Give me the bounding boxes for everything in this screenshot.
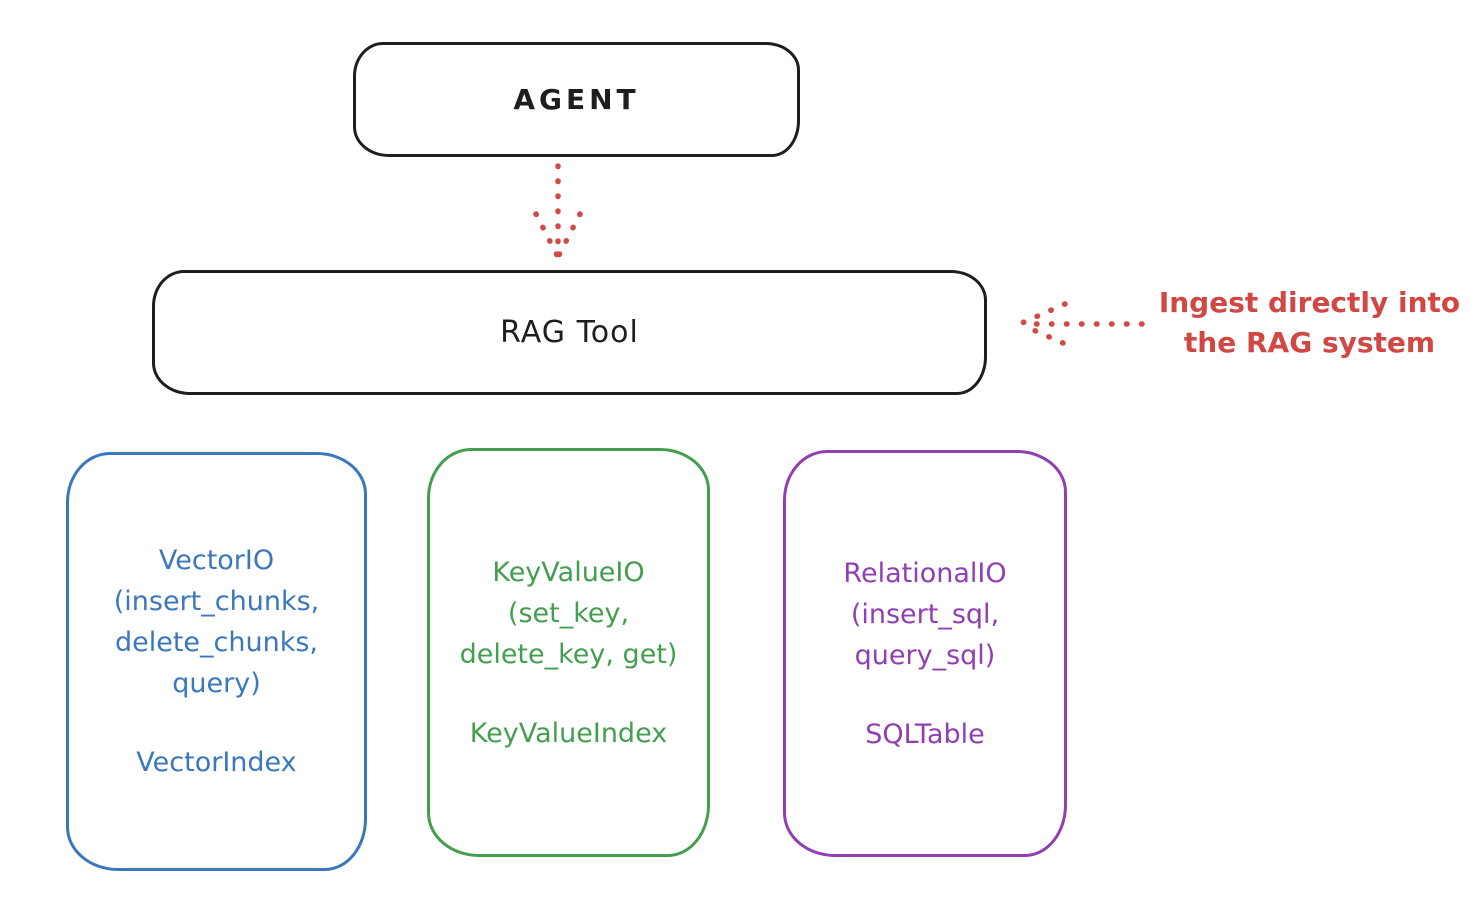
annotation-text: Ingest directly into the RAG system (1135, 283, 1484, 363)
agent-box: AGENT (353, 42, 800, 157)
rag-tool-box: RAG Tool (152, 270, 987, 395)
annotation-line2: the RAG system (1183, 326, 1436, 359)
annotation-to-rag-dotted-arrow (1019, 301, 1145, 346)
agent-to-rag-dotted-arrow (533, 163, 583, 258)
io-index-label: KeyValueIndex (469, 717, 668, 749)
keyvalue-io-box: KeyValueIO (set_key, delete_key, get) Ke… (427, 448, 710, 857)
io-index-label: VectorIndex (136, 747, 297, 778)
annotation-line1: Ingest directly into (1158, 286, 1461, 319)
io-line: delete_key, get) (459, 638, 678, 670)
io-line: KeyValueIO (492, 556, 645, 588)
io-line: (insert_chunks, (113, 586, 320, 617)
vector-io-box: VectorIO (insert_chunks, delete_chunks, … (66, 452, 367, 871)
keyvalue-io-text: KeyValueIO (set_key, delete_key, get) Ke… (460, 552, 678, 754)
io-line: RelationalIO (843, 557, 1007, 589)
vector-io-text: VectorIO (insert_chunks, delete_chunks, … (114, 540, 319, 783)
relational-io-box: RelationalIO (insert_sql, query_sql) SQL… (783, 450, 1067, 857)
io-line: query) (172, 668, 261, 699)
io-line: (insert_sql, (850, 598, 1000, 630)
agent-label: AGENT (513, 83, 640, 116)
relational-io-text: RelationalIO (insert_sql, query_sql) SQL… (843, 553, 1006, 755)
io-index-label: SQLTable (865, 718, 985, 750)
io-line: query_sql) (854, 639, 996, 671)
io-line: (set_key, (507, 597, 630, 629)
io-line: VectorIO (158, 545, 275, 576)
rag-tool-label: RAG Tool (500, 315, 639, 350)
io-line: delete_chunks, (114, 627, 318, 658)
